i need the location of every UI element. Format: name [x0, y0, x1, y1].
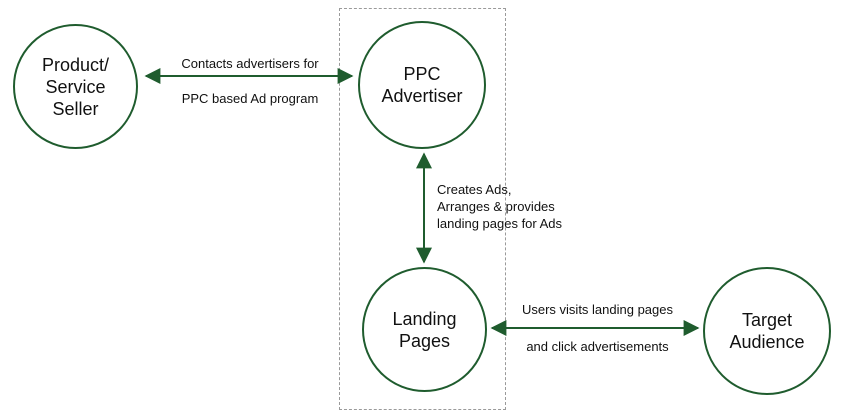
edge-label-advertiser-landing: Creates Ads, Arranges & provides landing… — [437, 182, 563, 231]
edge-label-seller-advertiser-top: Contacts advertisers for — [181, 56, 319, 71]
ppc-system-boundary-box — [339, 8, 506, 410]
node-product-service-seller-label: Product/ Service Seller — [41, 54, 110, 119]
edge-label-landing-audience-bottom: and click advertisements — [526, 339, 669, 354]
edge-label-seller-advertiser-bottom: PPC based Ad program — [181, 91, 319, 106]
node-product-service-seller: Product/ Service Seller — [13, 24, 138, 149]
edge-label-landing-audience-top: Users visits landing pages — [521, 302, 674, 317]
node-ppc-advertiser-label: PPC Advertiser — [381, 64, 463, 106]
node-target-audience: Target Audience — [703, 267, 831, 395]
node-ppc-advertiser: PPC Advertiser — [358, 21, 486, 149]
node-target-audience-label: Target Audience — [729, 310, 805, 352]
node-landing-pages: Landing Pages — [362, 267, 487, 392]
node-landing-pages-label: Landing Pages — [392, 308, 457, 351]
